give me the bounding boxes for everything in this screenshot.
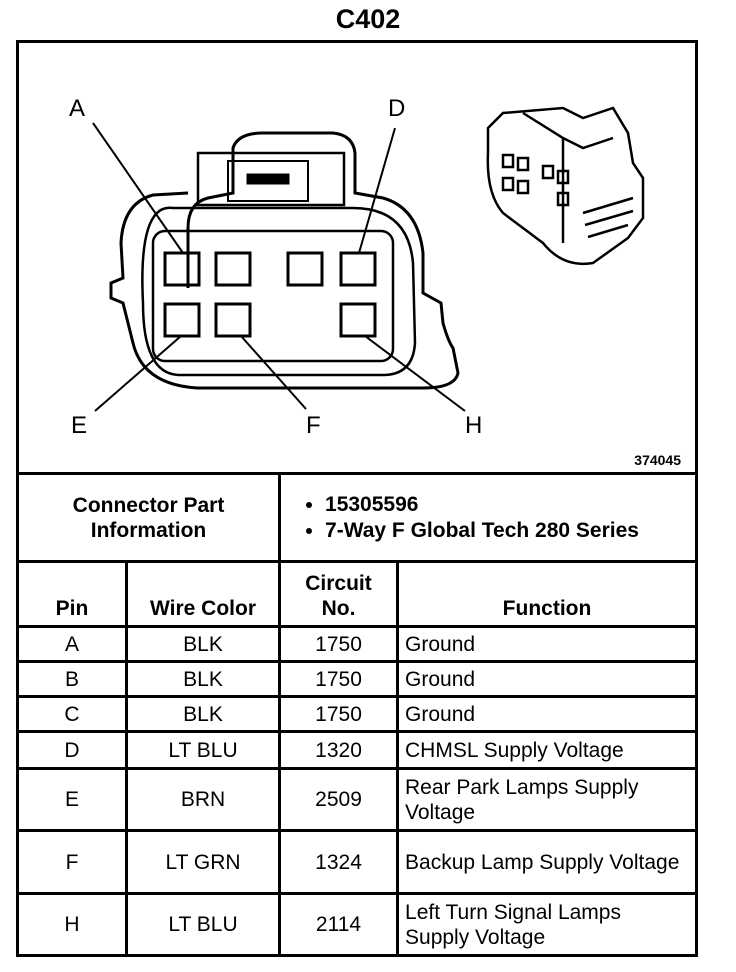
pin-label-e: E <box>71 412 87 439</box>
connector-face-drawing: A D E F H <box>69 95 645 439</box>
pin-label-f: F <box>306 412 321 439</box>
connector-info-label: Connector Part Information <box>15 472 282 563</box>
figure-number: 374045 <box>634 452 681 468</box>
wire-color-cell: BRN <box>124 767 282 832</box>
wire-color-cell: BLK <box>124 695 282 733</box>
pin-cell: E <box>16 767 128 832</box>
pin-cavities <box>163 251 377 338</box>
part-number: 15305596 <box>325 492 689 518</box>
pin-label-d: D <box>388 95 405 122</box>
function-cell: Backup Lamp Supply Voltage <box>396 829 698 895</box>
pin-cell: A <box>16 625 128 663</box>
function-cell: CHMSL Supply Voltage <box>396 730 698 770</box>
function-cell: Left Turn Signal Lamps Supply Voltage <box>396 892 698 957</box>
wire-color-cell: BLK <box>124 660 282 698</box>
table-header: Pin Wire Color Circuit No. Function <box>16 560 698 628</box>
function-cell: Rear Park Lamps Supply Voltage <box>396 767 698 832</box>
header-circuit: Circuit No. <box>278 560 400 628</box>
connector-diagram: A D E F H 374045 <box>16 40 698 472</box>
header-function: Function <box>396 560 698 628</box>
circuit-cell: 1750 <box>278 695 400 733</box>
connector-3d-view <box>486 106 645 266</box>
wire-color-cell: BLK <box>124 625 282 663</box>
function-cell: Ground <box>396 695 698 733</box>
circuit-cell: 2509 <box>278 767 400 832</box>
circuit-cell: 2114 <box>278 892 400 957</box>
pin-cell: D <box>16 730 128 770</box>
circuit-cell: 1324 <box>278 829 400 895</box>
header-wire-color: Wire Color <box>124 560 282 628</box>
connector-title: C402 <box>335 4 401 34</box>
wire-color-cell: LT BLU <box>124 730 282 770</box>
function-cell: Ground <box>396 660 698 698</box>
pin-label-h: H <box>465 412 482 439</box>
circuit-cell: 1320 <box>278 730 400 770</box>
pin-cell: C <box>16 695 128 733</box>
circuit-cell: 1750 <box>278 660 400 698</box>
connector-info-row: Connector Part Information 15305596 7-Wa… <box>15 472 698 563</box>
wire-color-cell: LT GRN <box>124 829 282 895</box>
wire-color-cell: LT BLU <box>124 892 282 957</box>
pin-label-a: A <box>69 95 85 122</box>
function-cell: Ground <box>396 625 698 663</box>
pin-cell: B <box>16 660 128 698</box>
pin-cell: H <box>16 892 128 957</box>
connector-type: 7-Way F Global Tech 280 Series <box>325 518 689 544</box>
header-pin: Pin <box>16 560 128 628</box>
circuit-cell: 1750 <box>278 625 400 663</box>
connector-table: Connector Part Information 15305596 7-Wa… <box>15 472 698 957</box>
pin-cell: F <box>16 829 128 895</box>
